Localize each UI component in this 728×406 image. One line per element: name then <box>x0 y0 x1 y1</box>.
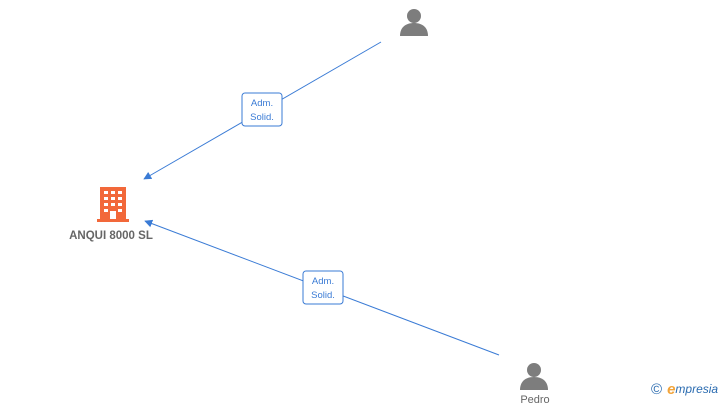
edge-label-top[interactable]: Adm. Solid. <box>241 92 283 127</box>
edge-label-top-line2: Solid. <box>250 112 274 123</box>
person-name-bottom[interactable]: Pedro <box>520 394 550 406</box>
empresia-logo-text: mpresia <box>675 382 719 396</box>
company-name[interactable]: ANQUI 8000 SL <box>69 230 153 242</box>
empresia-watermark: © e mpresia <box>651 380 718 398</box>
edge-label-top-line1: Adm. <box>251 98 273 109</box>
edge-label-bottom-line1: Adm. <box>312 276 334 287</box>
edge-label-bottom-line2: Solid. <box>311 290 335 301</box>
copyright-icon: © <box>651 380 663 398</box>
edge-label-bottom[interactable]: Adm. Solid. <box>302 270 344 305</box>
person-icon[interactable] <box>520 363 548 390</box>
empresia-logo-e: e <box>667 380 676 398</box>
person-icon[interactable] <box>400 9 428 36</box>
building-icon[interactable] <box>97 187 129 222</box>
